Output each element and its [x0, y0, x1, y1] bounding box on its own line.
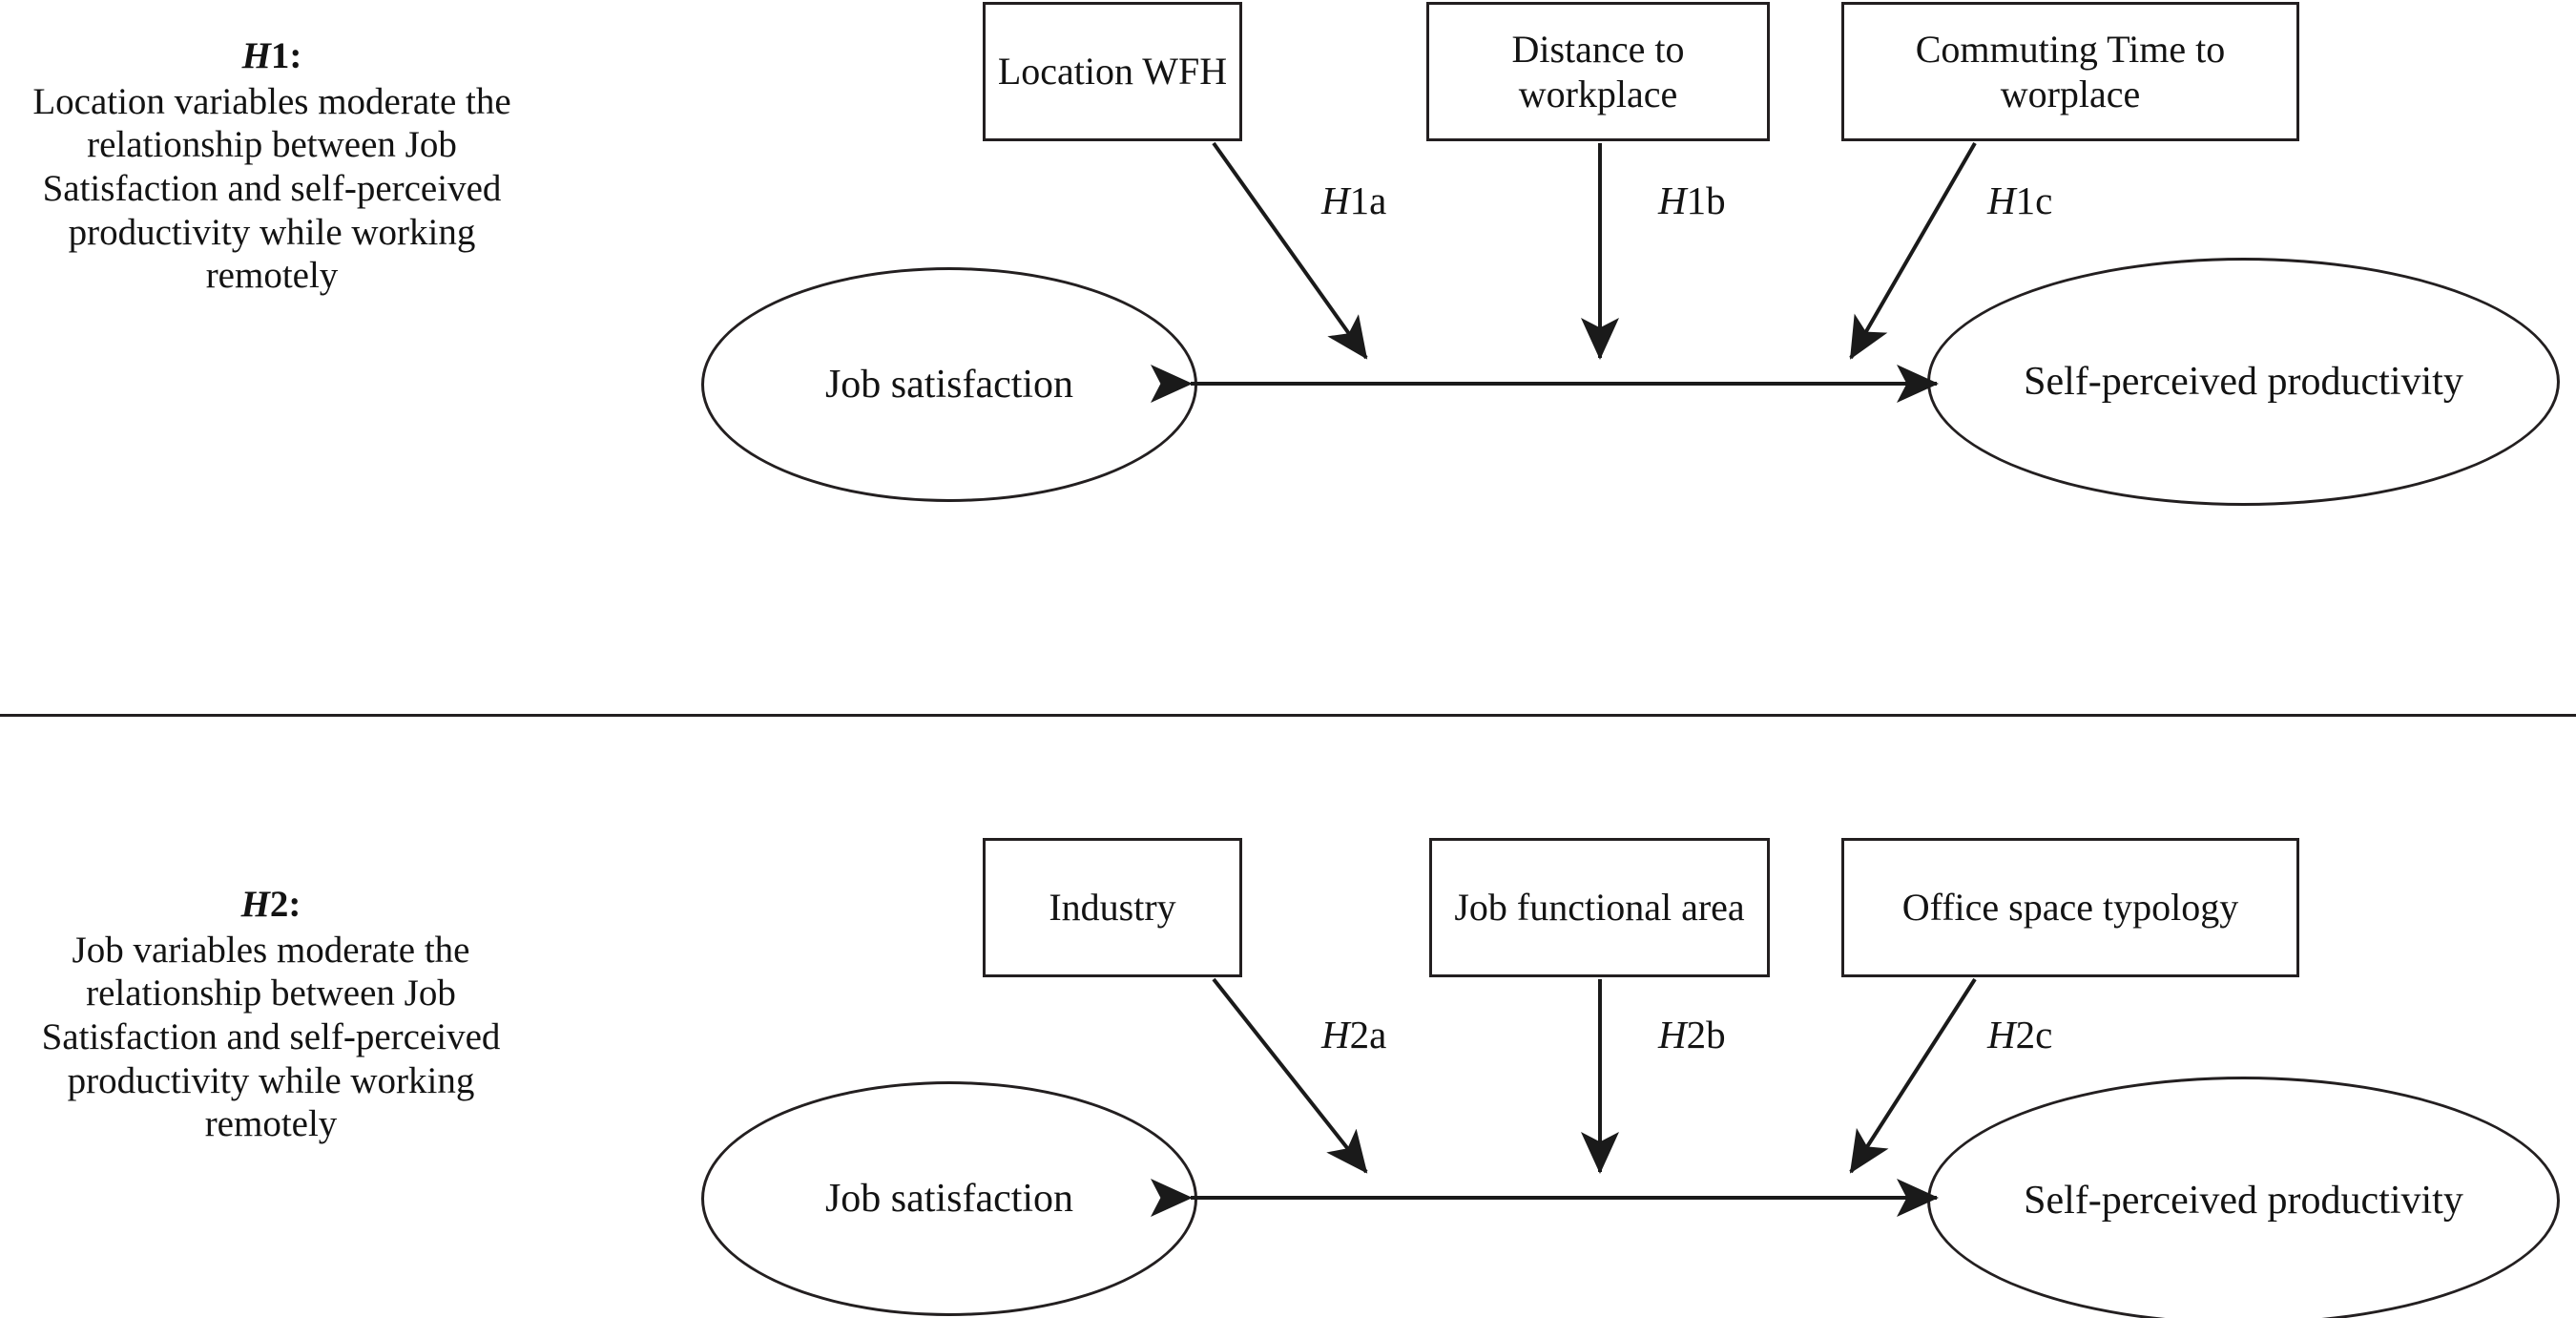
moderator-box-commuting-time[interactable]: Commuting Time to worplace [1841, 2, 2299, 141]
path-label-h1a: H1a [1321, 178, 1387, 222]
moderator-box-location-wfh[interactable]: Location WFH [983, 2, 1242, 141]
construct-ellipse-job-satisfaction[interactable]: Job satisfaction [701, 1081, 1197, 1316]
construct-label: Job satisfaction [824, 1177, 1074, 1221]
hypothesis-panel-h1: H1: Location variables moderate the rela… [19, 2, 2560, 506]
path-arrow-h1a [1212, 141, 1368, 360]
moderator-box-job-functional-area[interactable]: Job functional area [1429, 838, 1770, 977]
path-label-h2b: H2b [1658, 1013, 1726, 1056]
path-arrow-h2a [1212, 977, 1368, 1174]
path-label-h1c: H1c [1987, 178, 2053, 222]
hypothesis-text-h1: Location variables moderate the relation… [32, 80, 511, 297]
moderator-box-label: Distance to workplace [1511, 27, 1685, 115]
hypothesis-label-h1: H1: [241, 35, 302, 76]
hypothesis-caption-h2: H2: Job variables moderate the relations… [13, 883, 529, 1146]
construct-label: Job satisfaction [824, 363, 1074, 407]
moderator-box-label: Commuting Time to worplace [1915, 27, 2226, 115]
construct-label: Self-perceived productivity [2024, 360, 2463, 404]
hypothesis-panel-h2: H2: Job variables moderate the relations… [0, 716, 2576, 1318]
hypothesis-caption-h1: H1: Location variables moderate the rela… [19, 34, 525, 298]
path-label-h1b: H1b [1658, 178, 1726, 222]
moderator-box-label: Office space typology [1901, 886, 2239, 930]
moderator-box-industry[interactable]: Industry [983, 838, 1242, 977]
moderator-box-label: Industry [1049, 886, 1176, 930]
path-label-h2c: H2c [1987, 1013, 2053, 1056]
moderator-box-label: Location WFH [997, 50, 1228, 94]
hypothesis-label-h2: H2: [240, 884, 301, 925]
path-label-h2a: H2a [1321, 1013, 1387, 1056]
path-arrow-h1c [1849, 141, 1977, 360]
moderator-box-office-space-typology[interactable]: Office space typology [1841, 838, 2299, 977]
construct-ellipse-self-perceived-productivity[interactable]: Self-perceived productivity [1927, 1077, 2560, 1318]
construct-ellipse-self-perceived-productivity[interactable]: Self-perceived productivity [1927, 258, 2560, 506]
construct-label: Self-perceived productivity [2024, 1179, 2463, 1223]
hypothesis-text-h2: Job variables moderate the relationship … [41, 929, 501, 1145]
moderator-box-label: Job functional area [1454, 886, 1745, 930]
path-arrow-h2c [1849, 977, 1977, 1174]
moderator-box-distance-to-workplace[interactable]: Distance to workplace [1426, 2, 1770, 141]
construct-ellipse-job-satisfaction[interactable]: Job satisfaction [701, 267, 1197, 502]
panel-divider [0, 714, 2576, 717]
